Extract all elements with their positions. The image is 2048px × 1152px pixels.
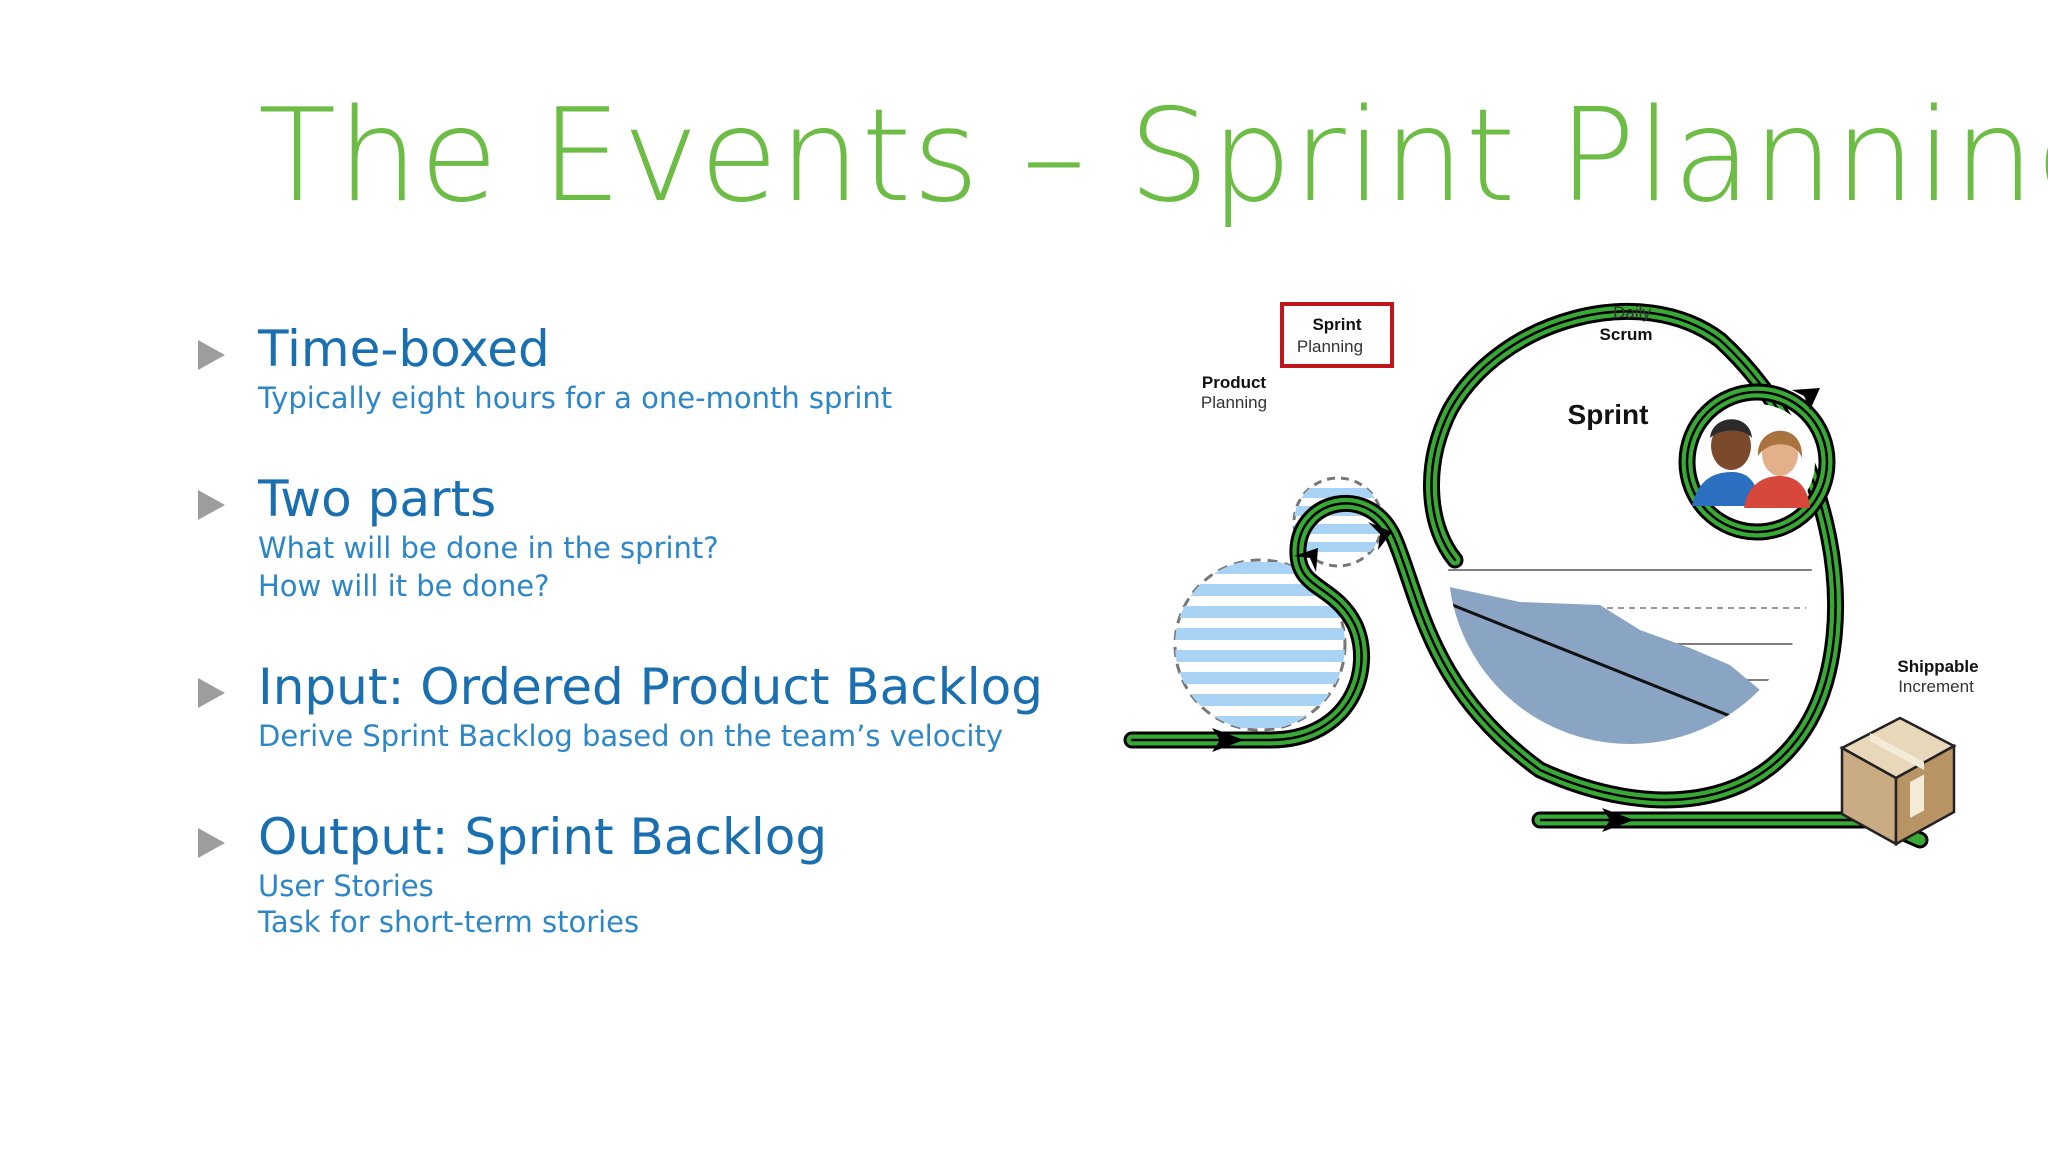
box-icon [1839,716,1957,847]
bullet-detail: Derive Sprint Backlog based on the team’… [258,719,1003,753]
product-planning-label-1: Product [1202,373,1267,392]
bullet-detail: Typically eight hours for a one-month sp… [258,381,893,415]
sprint-planning-label-1: Sprint [1312,315,1361,334]
shippable-label-1: Shippable [1897,657,1978,676]
bullet-heading: Time-boxed [258,320,550,378]
bullet-heading: Output: Sprint Backlog [258,808,828,866]
product-planning-label-2: Planning [1201,393,1267,412]
sprint-planning-highlight [1280,302,1394,368]
sprint-burndown [1448,569,1812,744]
bullet-detail: What will be done in the sprint? [258,531,719,565]
bullet-heading: Input: Ordered Product Backlog [258,658,1043,716]
bullet-heading: Two parts [258,470,497,528]
bullet-arrow-icon [198,828,225,858]
scrum-sprint-diagram: Sprint Planning Product Planning Daily S… [1120,300,2020,900]
slide-title: The Events – Sprint Planning [258,82,2048,231]
bullet-detail: User Stories [258,869,434,903]
diagram-svg: Sprint Planning Product Planning Daily S… [1123,302,1979,849]
bullet-arrow-icon [198,340,225,370]
daily-scrum-label-1: Daily [1613,303,1651,322]
bullet-arrow-icon [198,678,225,708]
shippable-label-2: Increment [1898,677,1974,696]
bullet-arrow-icon [198,490,225,520]
arrow-icon [1212,388,1820,832]
daily-scrum-label-2: Scrum [1600,325,1653,344]
sprint-label: Sprint [1568,399,1649,430]
people-icon [1692,404,1815,520]
bullet-detail: Task for short-term stories [258,905,640,939]
bullet-detail: How will it be done? [258,569,550,603]
sprint-planning-label-2: Planning [1297,337,1363,356]
